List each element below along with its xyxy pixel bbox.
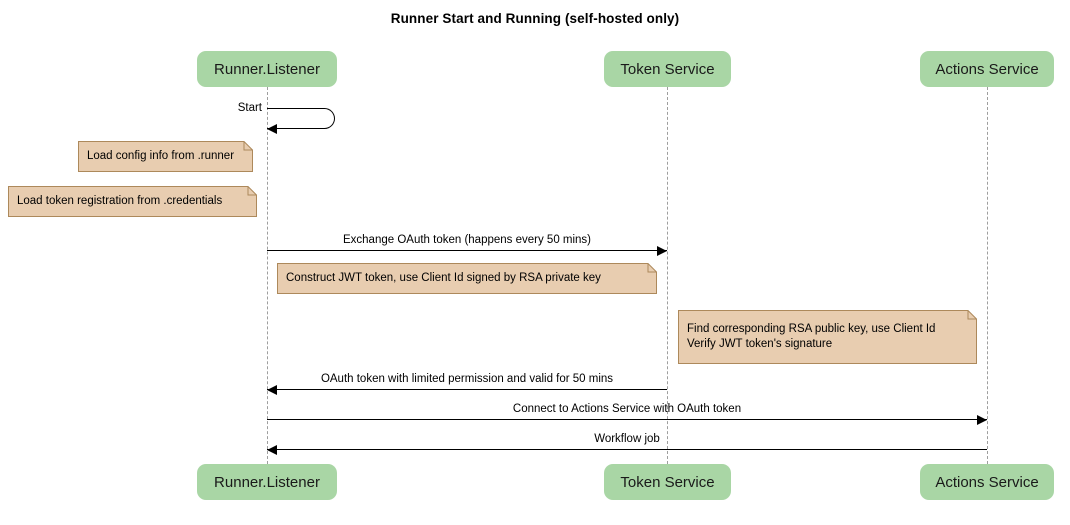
note-construct-jwt: Construct JWT token, use Client Id signe… <box>277 263 657 294</box>
lifeline-actions-service <box>986 87 988 464</box>
message-oauth-token-response-label: OAuth token with limited permission and … <box>320 373 614 385</box>
note-line: Construct JWT token, use Client Id signe… <box>286 271 601 284</box>
arrowhead-right <box>657 245 667 256</box>
lifeline-runner-listener <box>266 87 268 464</box>
lifeline-token-service <box>666 87 668 464</box>
arrowhead-left <box>267 444 277 455</box>
message-line <box>267 389 667 390</box>
participant-runner-listener-top[interactable]: Runner.Listener <box>197 51 337 87</box>
message-line <box>267 419 987 420</box>
message-line <box>267 250 667 251</box>
note-verify-jwt: Find corresponding RSA public key, use C… <box>678 310 977 364</box>
note-line: Load token registration from .credential… <box>17 194 223 207</box>
self-message-loop <box>267 108 335 129</box>
message-start-label: Start <box>237 102 262 114</box>
note-text: Construct JWT token, use Client Id signe… <box>286 263 645 294</box>
arrowhead-left <box>267 123 277 134</box>
note-line: Load config info from .runner <box>87 149 235 162</box>
message-line <box>267 449 987 450</box>
note-load-token-registration: Load token registration from .credential… <box>8 186 257 217</box>
participant-label: Token Service <box>620 60 715 78</box>
diagram-title: Runner Start and Running (self-hosted on… <box>390 11 680 26</box>
note-text: Find corresponding RSA public key, use C… <box>687 310 965 364</box>
note-shape <box>8 186 257 217</box>
participant-label: Token Service <box>620 473 715 491</box>
arrowhead-left <box>267 384 277 395</box>
message-exchange-oauth-token-label: Exchange OAuth token (happens every 50 m… <box>342 234 592 246</box>
participant-label: Actions Service <box>935 60 1039 78</box>
participant-label: Actions Service <box>935 473 1039 491</box>
message-workflow-job-label: Workflow job <box>594 433 660 445</box>
participant-label: Runner.Listener <box>214 473 320 491</box>
note-shape <box>277 263 657 294</box>
arrowhead-right <box>977 414 987 425</box>
note-load-config: Load config info from .runner <box>78 141 253 172</box>
message-connect-actions-service-label: Connect to Actions Service with OAuth to… <box>512 403 742 415</box>
note-line: Find corresponding RSA public key, use C… <box>687 322 936 335</box>
participant-label: Runner.Listener <box>214 60 320 78</box>
participant-actions-service-bottom[interactable]: Actions Service <box>920 464 1054 500</box>
participant-runner-listener-bottom[interactable]: Runner.Listener <box>197 464 337 500</box>
participant-token-service-bottom[interactable]: Token Service <box>604 464 731 500</box>
note-shape <box>78 141 253 172</box>
note-text: Load config info from .runner <box>87 141 241 172</box>
participant-token-service-top[interactable]: Token Service <box>604 51 731 87</box>
note-line: Verify JWT token's signature <box>687 338 833 350</box>
note-text: Load token registration from .credential… <box>17 186 245 217</box>
note-shape <box>678 310 977 364</box>
participant-actions-service-top[interactable]: Actions Service <box>920 51 1054 87</box>
